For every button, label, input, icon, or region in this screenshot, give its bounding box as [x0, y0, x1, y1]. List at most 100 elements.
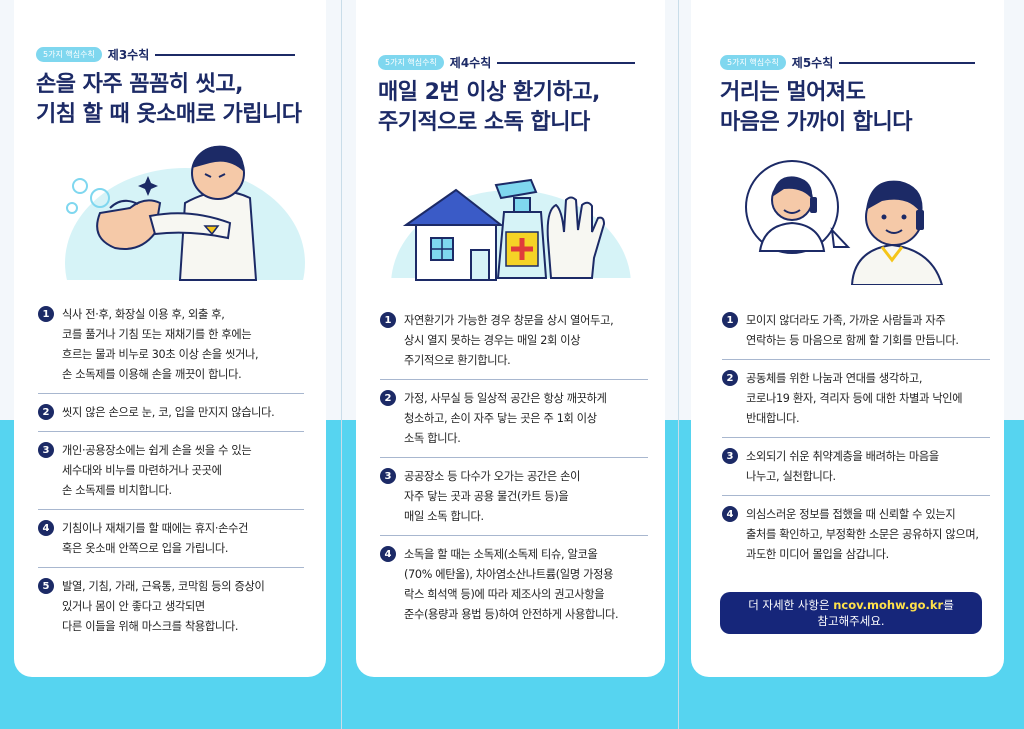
- list-item: 1 식사 전·후, 화장실 이용 후, 외출 후, 코를 풀거나 기침 또는 재…: [38, 296, 304, 394]
- item-line: 매일 소독 합니다.: [404, 510, 484, 523]
- list-item: 3 소외되기 쉬운 취약계층을 배려하는 마음을 나누고, 실천합니다.: [722, 438, 990, 496]
- rule-number: 제3수칙: [107, 48, 150, 62]
- hand-washing-cough-illustration: [60, 145, 310, 288]
- core-rules-badge: 5가지 핵심수칙: [378, 55, 444, 70]
- item-line: 반대합니다.: [746, 412, 800, 425]
- rule-5-title: 거리는 멀어져도 마음은 가까이 합니다: [720, 78, 912, 138]
- header-rule-line: [497, 61, 636, 64]
- item-line: 다른 이들을 위해 마스크를 착용합니다.: [62, 620, 239, 633]
- item-line: 의심스러운 정보를 접했을 때 신뢰할 수 있는지: [746, 508, 956, 521]
- item-line: 코로나19 환자, 격리자 등에 대한 차별과 낙인에: [746, 392, 963, 405]
- item-line: 소독을 할 때는 소독제(소독제 티슈, 알코올: [404, 548, 598, 561]
- item-line: 나누고, 실천합니다.: [746, 470, 836, 483]
- item-line: 씻지 않은 손으로 눈, 코, 입을 만지지 않습니다.: [62, 406, 275, 419]
- info-suffix: 를: [943, 598, 954, 612]
- header-rule-line: [155, 53, 296, 56]
- list-item: 4 기침이나 재채기를 할 때에는 휴지·손수건 혹은 옷소매 안쪽으로 입을 …: [38, 510, 304, 568]
- list-item: 4 소독을 할 때는 소독제(소독제 티슈, 알코올 (70% 에탄올), 차아…: [380, 536, 648, 633]
- rule-4-list: 1 자연환기가 가능한 경우 창문을 상시 열어두고, 상시 열지 못하는 경우…: [380, 302, 648, 633]
- item-text: 의심스러운 정보를 접했을 때 신뢰할 수 있는지 출처를 확인하고, 부정확한…: [746, 505, 979, 565]
- list-item: 2 씻지 않은 손으로 눈, 코, 입을 만지지 않습니다.: [38, 394, 304, 432]
- item-number: 5: [38, 578, 54, 594]
- item-line: 과도한 미디어 몰입을 삼갑니다.: [746, 548, 889, 561]
- item-line: 손 소독제를 이용해 손을 깨끗이 합니다.: [62, 368, 242, 381]
- rule-4-panel: [356, 0, 665, 677]
- item-number: 4: [722, 506, 738, 522]
- item-line: 가정, 사무실 등 일상적 공간은 항상 깨끗하게: [404, 392, 607, 405]
- item-line: 모이지 않더라도 가족, 가까운 사람들과 자주: [746, 314, 946, 327]
- item-line: 기침이나 재채기를 할 때에는 휴지·손수건: [62, 522, 249, 535]
- item-number: 3: [38, 442, 54, 458]
- item-number: 2: [38, 404, 54, 420]
- rule-3-panel: [14, 0, 326, 677]
- title-line: 거리는 멀어져도: [720, 80, 866, 105]
- item-number: 2: [722, 370, 738, 386]
- phone-call-illustration: [742, 160, 958, 295]
- title-line: 주기적으로 소독 합니다: [378, 110, 590, 135]
- info-line-2: 참고해주세요.: [817, 614, 885, 628]
- rule-4-title: 매일 2번 이상 환기하고, 주기적으로 소독 합니다: [378, 78, 600, 138]
- item-number: 1: [38, 306, 54, 322]
- rule-3-header: 5가지 핵심수칙 제3수칙: [36, 46, 296, 63]
- core-rules-badge: 5가지 핵심수칙: [36, 47, 102, 62]
- item-text: 가정, 사무실 등 일상적 공간은 항상 깨끗하게 청소하고, 손이 자주 닿는…: [404, 389, 607, 449]
- website-link[interactable]: ncov.mohw.go.kr: [833, 598, 944, 612]
- item-text: 씻지 않은 손으로 눈, 코, 입을 만지지 않습니다.: [62, 403, 275, 423]
- item-line: 소외되기 쉬운 취약계층을 배려하는 마음을: [746, 450, 939, 463]
- item-line: 자연환기가 가능한 경우 창문을 상시 열어두고,: [404, 314, 614, 327]
- item-number: 3: [722, 448, 738, 464]
- item-text: 모이지 않더라도 가족, 가까운 사람들과 자주 연락하는 등 마음으로 함께 …: [746, 311, 959, 351]
- item-number: 1: [380, 312, 396, 328]
- rule-4-header: 5가지 핵심수칙 제4수칙: [378, 54, 636, 71]
- item-line: 코를 풀거나 기침 또는 재채기를 한 후에는: [62, 328, 252, 341]
- list-item: 3 개인·공용장소에는 쉽게 손을 씻을 수 있는 세수대와 비누를 마련하거나…: [38, 432, 304, 510]
- title-line: 손을 자주 꼼꼼히 씻고,: [36, 72, 243, 97]
- item-number: 3: [380, 468, 396, 484]
- item-line: (70% 에탄올), 차아염소산나트륨(일명 가정용: [404, 568, 614, 581]
- item-line: 준수(용량과 용법 등)하여 안전하게 사용합니다.: [404, 608, 619, 621]
- info-line-1: 더 자세한 사항은 ncov.mohw.go.kr를: [720, 597, 982, 613]
- house-spray-gloves-illustration: [386, 178, 636, 295]
- list-item: 5 발열, 기침, 가래, 근육통, 코막힘 등의 증상이 있거나 몸이 안 좋…: [38, 568, 304, 645]
- title-line: 매일 2번 이상 환기하고,: [378, 80, 600, 105]
- rule-5-header: 5가지 핵심수칙 제5수칙: [720, 54, 976, 71]
- item-text: 개인·공용장소에는 쉽게 손을 씻을 수 있는 세수대와 비누를 마련하거나 곳…: [62, 441, 252, 501]
- more-info-box: 더 자세한 사항은 ncov.mohw.go.kr를 참고해주세요.: [720, 592, 982, 634]
- item-text: 소외되기 쉬운 취약계층을 배려하는 마음을 나누고, 실천합니다.: [746, 447, 939, 487]
- item-number: 2: [380, 390, 396, 406]
- list-item: 1 모이지 않더라도 가족, 가까운 사람들과 자주 연락하는 등 마음으로 함…: [722, 302, 990, 360]
- title-line: 기침 할 때 옷소매로 가립니다: [36, 102, 302, 127]
- list-item: 4 의심스러운 정보를 접했을 때 신뢰할 수 있는지 출처를 확인하고, 부정…: [722, 496, 990, 573]
- list-item: 2 공동체를 위한 나눔과 연대를 생각하고, 코로나19 환자, 격리자 등에…: [722, 360, 990, 438]
- header-rule-line: [839, 61, 976, 64]
- item-line: 주기적으로 환기합니다.: [404, 354, 511, 367]
- rule-3-list: 1 식사 전·후, 화장실 이용 후, 외출 후, 코를 풀거나 기침 또는 재…: [38, 296, 304, 645]
- item-line: 식사 전·후, 화장실 이용 후, 외출 후,: [62, 308, 225, 321]
- item-line: 자주 닿는 곳과 공용 물건(카트 등)을: [404, 490, 569, 503]
- title-line: 마음은 가까이 합니다: [720, 110, 912, 135]
- item-line: 발열, 기침, 가래, 근육통, 코막힘 등의 증상이: [62, 580, 265, 593]
- item-text: 식사 전·후, 화장실 이용 후, 외출 후, 코를 풀거나 기침 또는 재채기…: [62, 305, 259, 385]
- item-line: 흐르는 물과 비누로 30초 이상 손을 씻거나,: [62, 348, 259, 361]
- info-prefix: 더 자세한 사항은: [748, 598, 834, 612]
- item-line: 공동체를 위한 나눔과 연대를 생각하고,: [746, 372, 923, 385]
- item-line: 세수대와 비누를 마련하거나 곳곳에: [62, 464, 222, 477]
- rule-3-title: 손을 자주 꼼꼼히 씻고, 기침 할 때 옷소매로 가립니다: [36, 70, 302, 130]
- item-line: 있거나 몸이 안 좋다고 생각되면: [62, 600, 205, 613]
- item-line: 상시 열지 못하는 경우는 매일 2회 이상: [404, 334, 581, 347]
- item-text: 기침이나 재채기를 할 때에는 휴지·손수건 혹은 옷소매 안쪽으로 입을 가립…: [62, 519, 248, 559]
- item-text: 발열, 기침, 가래, 근육통, 코막힘 등의 증상이 있거나 몸이 안 좋다고…: [62, 577, 265, 637]
- column-divider: [341, 0, 342, 729]
- list-item: 1 자연환기가 가능한 경우 창문을 상시 열어두고, 상시 열지 못하는 경우…: [380, 302, 648, 380]
- item-line: 소독 합니다.: [404, 432, 461, 445]
- item-text: 공공장소 등 다수가 오가는 공간은 손이 자주 닿는 곳과 공용 물건(카트 …: [404, 467, 580, 527]
- rule-number: 제5수칙: [791, 56, 834, 70]
- column-divider: [678, 0, 679, 729]
- item-line: 청소하고, 손이 자주 닿는 곳은 주 1회 이상: [404, 412, 597, 425]
- item-text: 자연환기가 가능한 경우 창문을 상시 열어두고, 상시 열지 못하는 경우는 …: [404, 311, 614, 371]
- list-item: 2 가정, 사무실 등 일상적 공간은 항상 깨끗하게 청소하고, 손이 자주 …: [380, 380, 648, 458]
- core-rules-badge: 5가지 핵심수칙: [720, 55, 786, 70]
- item-line: 개인·공용장소에는 쉽게 손을 씻을 수 있는: [62, 444, 252, 457]
- list-item: 3 공공장소 등 다수가 오가는 공간은 손이 자주 닿는 곳과 공용 물건(카…: [380, 458, 648, 536]
- item-line: 연락하는 등 마음으로 함께 할 기회를 만듭니다.: [746, 334, 959, 347]
